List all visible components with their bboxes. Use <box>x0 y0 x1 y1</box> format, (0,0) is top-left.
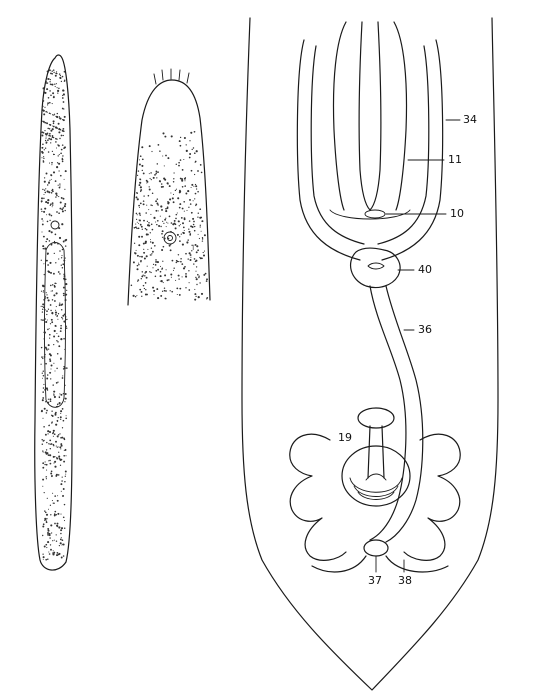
label-11: 11 <box>448 153 462 166</box>
anterior-end-stippling <box>130 130 209 301</box>
outer-sheath <box>296 39 361 261</box>
vesicle-mid-right <box>369 21 382 211</box>
stylet-coils-2 <box>353 485 399 497</box>
anterior-end-cilia <box>153 68 190 85</box>
outer-sheath-right <box>381 39 444 261</box>
anterior-end <box>127 68 211 306</box>
duct-36-left <box>369 285 407 541</box>
vesicle-right-finger <box>393 21 408 211</box>
atrium-37 <box>363 539 389 557</box>
label-38: 38 <box>398 574 412 587</box>
vesicle-mid-left <box>358 21 371 211</box>
lobes-left <box>289 433 347 561</box>
label-36: 36 <box>418 323 432 336</box>
bulb-40 <box>349 247 401 289</box>
stylet-coils-1 <box>349 477 403 493</box>
label-34: 34 <box>463 113 477 126</box>
posterior-body-outline <box>241 17 499 691</box>
inner-sheath-right <box>377 45 430 245</box>
label-10: 10 <box>450 207 464 220</box>
lobes-right <box>403 433 461 561</box>
whole-worm <box>34 54 73 571</box>
stylet-cap <box>357 407 395 429</box>
anterior-end-outline <box>127 79 211 306</box>
posterior-body <box>241 17 499 691</box>
stylet-bulb <box>341 445 411 507</box>
stylet-shaft <box>367 425 385 479</box>
whole-worm-outline <box>34 54 73 571</box>
lobes-base <box>311 555 449 573</box>
vesicle-base <box>329 209 411 220</box>
label-19: 19 <box>338 431 352 444</box>
anterior-statocyst-inner <box>167 235 173 241</box>
stylet-tip <box>365 473 387 481</box>
stylet-coils-3 <box>357 491 395 500</box>
label-37: 37 <box>368 574 382 587</box>
bulb-40-inner <box>367 262 385 270</box>
whole-worm-stippling <box>40 69 68 561</box>
vesicle-left-finger <box>332 21 347 211</box>
duct-36-right <box>385 285 424 543</box>
label-40: 40 <box>418 263 432 276</box>
anterior-statocyst-outer <box>163 231 177 245</box>
structure-10 <box>364 209 386 219</box>
inner-sheath-left <box>310 45 365 245</box>
whole-worm-statocyst <box>50 220 60 230</box>
